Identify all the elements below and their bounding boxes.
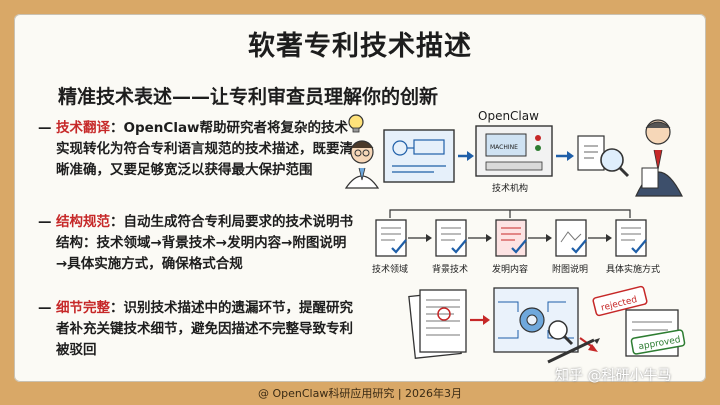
bullet-dash: — xyxy=(38,300,52,316)
lightbulb-icon xyxy=(348,114,364,133)
arrow-right-icon xyxy=(567,151,574,161)
item-keyword: 细节完整 xyxy=(56,300,110,316)
item-technical-translation: — 技术翻译：OpenClaw帮助研究者将复杂的技术实现转化为符合专利语言规范的… xyxy=(38,118,356,181)
step-document-highlight-icon xyxy=(495,219,527,257)
researcher-icon xyxy=(344,140,380,189)
item-text: ：OpenClaw帮助研究者将复杂的技术实现转化为符合专利语言规范的技术描述，既… xyxy=(56,120,353,178)
step-document-icon xyxy=(435,219,467,257)
machine-screen-text: MACHINE xyxy=(490,144,518,151)
circuit-gear-panel-icon xyxy=(493,287,579,353)
item-detail-complete: — 细节完整：识别技术描述中的遗漏环节，提醒研究者补充关键技术细节，避免因描述不… xyxy=(38,298,356,361)
step-document-icon xyxy=(555,219,587,257)
machine-icon: MACHINE xyxy=(475,125,553,177)
item-structure-spec: — 结构规范：自动生成符合专利局要求的技术说明书结构：技术领域→背景技术→发明内… xyxy=(38,212,356,275)
watermark: 知乎 @科研小牛马 xyxy=(555,368,672,384)
blueprint-board-icon xyxy=(383,129,455,183)
item-text: ：识别技术描述中的遗漏环节，提醒研究者补充关键技术细节，避免因描述不完整导致专利… xyxy=(56,300,353,358)
arrow-right-icon xyxy=(426,234,432,242)
step-label: 发明内容 xyxy=(492,263,528,275)
step-label: 具体实施方式 xyxy=(606,263,660,275)
arrow-right-icon xyxy=(606,234,612,242)
illustration-translation: OpenClaw MACHINE 技术机构 xyxy=(344,109,683,197)
arrow-right-icon xyxy=(467,151,474,161)
arrow-down-right-icon xyxy=(588,344,598,352)
document-stack-icon xyxy=(408,289,467,359)
magnifier-icon xyxy=(600,148,630,178)
page-title: 软著专利技术描述 xyxy=(248,31,472,62)
whiteboard-panel xyxy=(14,14,706,382)
illustration-detail: rejected approved xyxy=(408,285,686,364)
step-document-icon xyxy=(615,219,647,257)
app-label: OpenClaw xyxy=(478,109,539,123)
page-subtitle: 精准技术表述——让专利审查员理解你的创新 xyxy=(58,86,439,108)
examiner-icon xyxy=(635,119,683,197)
pen-icon xyxy=(547,338,600,364)
bullet-dash: — xyxy=(38,214,52,230)
footer-credit: @ OpenClaw科研应用研究 | 2026年3月 xyxy=(257,387,463,400)
machine-label: 技术机构 xyxy=(492,182,528,194)
step-document-icon xyxy=(375,219,407,257)
step-label: 技术领域 xyxy=(372,263,408,275)
illustration-structure: 技术领域 背景技术 发明内容 附图说明 具体实施方式 xyxy=(372,209,660,275)
item-keyword: 结构规范 xyxy=(56,214,110,230)
item-keyword: 技术翻译 xyxy=(56,120,110,136)
step-label: 附图说明 xyxy=(552,263,588,275)
item-text: ：自动生成符合专利局要求的技术说明书结构：技术领域→背景技术→发明内容→附图说明… xyxy=(56,214,353,272)
arrow-right-icon xyxy=(483,315,490,325)
approved-document-icon: approved xyxy=(625,309,686,357)
document-check-icon xyxy=(577,135,605,171)
arrow-right-icon xyxy=(546,234,552,242)
step-label: 背景技术 xyxy=(432,263,468,275)
bullet-dash: — xyxy=(38,120,52,136)
arrow-right-icon xyxy=(486,234,492,242)
